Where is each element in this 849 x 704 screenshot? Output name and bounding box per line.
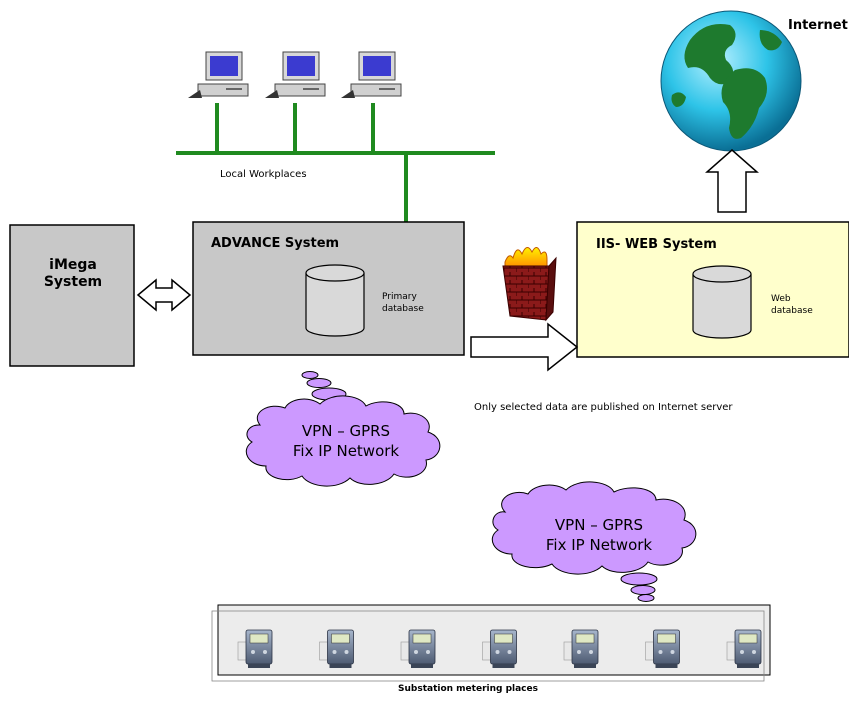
meter-icon	[482, 629, 517, 668]
meters-group	[237, 629, 762, 668]
web-db-line2: database	[771, 306, 813, 316]
double-arrow-icon	[136, 278, 192, 312]
globe-icon	[660, 10, 802, 152]
vpn-cloud	[245, 395, 441, 487]
firewall-icon	[502, 247, 557, 322]
computer-icon	[188, 51, 249, 98]
local-workplaces-label: Local Workplaces	[220, 169, 307, 180]
arrow-icon	[705, 149, 759, 213]
meter-icon	[645, 629, 680, 668]
primary-db-line1: Primary	[382, 292, 417, 302]
meter-icon	[726, 629, 762, 668]
arrow-icon	[470, 322, 579, 372]
imega-box	[9, 224, 135, 367]
meter-icon	[237, 629, 273, 668]
cloud1-line2: Fix IP Network	[292, 442, 400, 460]
iis-title: IIS- WEB System	[596, 237, 717, 252]
web-db-line1: Web	[771, 294, 791, 304]
primary-db-line2: database	[382, 304, 424, 314]
publish-note: Only selected data are published on Inte…	[474, 402, 733, 413]
database-icon	[305, 264, 365, 337]
bubble-chain	[620, 572, 658, 602]
web-db-label: Web database	[771, 293, 813, 317]
substation-label: Substation metering places	[398, 684, 538, 694]
meter-icon	[563, 629, 599, 668]
meter-icon	[319, 629, 354, 668]
database-icon	[692, 265, 752, 339]
computer-icon	[341, 51, 402, 98]
advance-title: ADVANCE System	[211, 236, 340, 251]
imega-title: iMega System	[38, 257, 108, 291]
vpn-cloud	[491, 481, 697, 575]
cloud2-text: VPN – GPRS Fix IP Network	[521, 515, 677, 555]
primary-db-label: Primary database	[382, 291, 424, 315]
cloud2-line2: Fix IP Network	[545, 536, 653, 554]
imega-title-line2: System	[43, 274, 103, 290]
cloud2-line1: VPN – GPRS	[554, 516, 644, 534]
cloud1-text: VPN – GPRS Fix IP Network	[274, 421, 418, 461]
imega-title-line1: iMega	[49, 257, 97, 273]
cloud1-line1: VPN – GPRS	[301, 422, 391, 440]
network-bus	[176, 103, 495, 222]
computer-icon	[265, 51, 326, 98]
internet-label: Internet	[788, 18, 848, 33]
meter-icon	[400, 629, 436, 668]
